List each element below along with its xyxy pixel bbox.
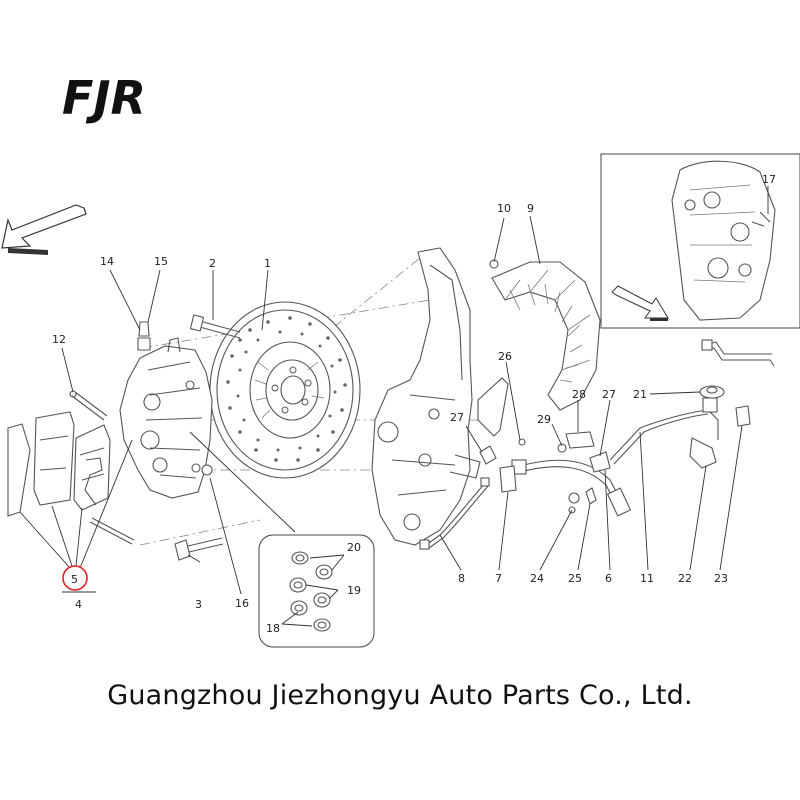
wear-sensor-cable [419, 477, 490, 550]
callout-20: 20 [347, 541, 361, 554]
line-bracket [565, 431, 595, 449]
dust-shield [491, 261, 601, 411]
brake-hose [511, 459, 632, 517]
brake-caliper [119, 337, 213, 499]
callout-10: 10 [497, 202, 511, 215]
callout-2: 2 [209, 257, 216, 270]
callout-18: 18 [266, 622, 280, 635]
brake-line [609, 339, 775, 465]
callout-29: 29 [537, 413, 551, 426]
callout-12: 12 [52, 333, 66, 346]
brand-logo-text: FJR [62, 71, 146, 125]
callout-8: 8 [458, 572, 465, 585]
callout-21: 21 [633, 388, 647, 401]
callout-27a: 27 [450, 411, 464, 424]
callout-24: 24 [530, 572, 544, 585]
callout-14: 14 [100, 255, 114, 268]
pad-retaining-pin [69, 390, 108, 421]
callout-11: 11 [640, 572, 654, 585]
callout-17: 17 [762, 173, 776, 186]
disc-bolt [189, 314, 241, 339]
brand-logo: FJR [62, 71, 146, 125]
direction-arrow-icon [1, 204, 87, 255]
brake-disc [209, 301, 361, 479]
shield-bracket [477, 377, 509, 437]
direction-arrow-inset-icon [611, 285, 669, 321]
highlight-circle [62, 565, 88, 591]
callout-22: 22 [678, 572, 692, 585]
callout-1: 1 [264, 257, 271, 270]
callout-26: 26 [498, 350, 512, 363]
callout-9: 9 [527, 202, 534, 215]
callout-5: 5 [71, 573, 78, 586]
bleed-screw [137, 321, 151, 351]
grommet [699, 385, 725, 399]
callout-28: 28 [572, 388, 586, 401]
callout-15: 15 [154, 255, 168, 268]
callout-16: 16 [235, 597, 249, 610]
abs-sensor [689, 437, 717, 469]
callout-25: 25 [568, 572, 582, 585]
inset-caliper-detail: 17 [600, 153, 800, 329]
brake-pads [7, 411, 111, 517]
small-hardware [489, 259, 597, 514]
callout-7: 7 [495, 572, 502, 585]
callout-6: 6 [605, 572, 612, 585]
seal-kit-box [189, 431, 375, 648]
leader-lines [19, 215, 743, 627]
callout-23: 23 [714, 572, 728, 585]
callout-4: 4 [75, 598, 82, 611]
caliper-bolt [174, 537, 224, 561]
callout-19: 19 [347, 584, 361, 597]
callout-3: 3 [195, 598, 202, 611]
sensor-connector [735, 405, 751, 427]
company-caption: Guangzhou Jiezhongyu Auto Parts Co., Ltd… [107, 680, 693, 711]
callout-labels: 1 2 3 4 5 6 7 8 9 10 11 12 14 15 16 18 1… [52, 202, 728, 635]
hose-bracket [499, 465, 517, 493]
steering-knuckle [371, 247, 481, 546]
callout-27b: 27 [602, 388, 616, 401]
